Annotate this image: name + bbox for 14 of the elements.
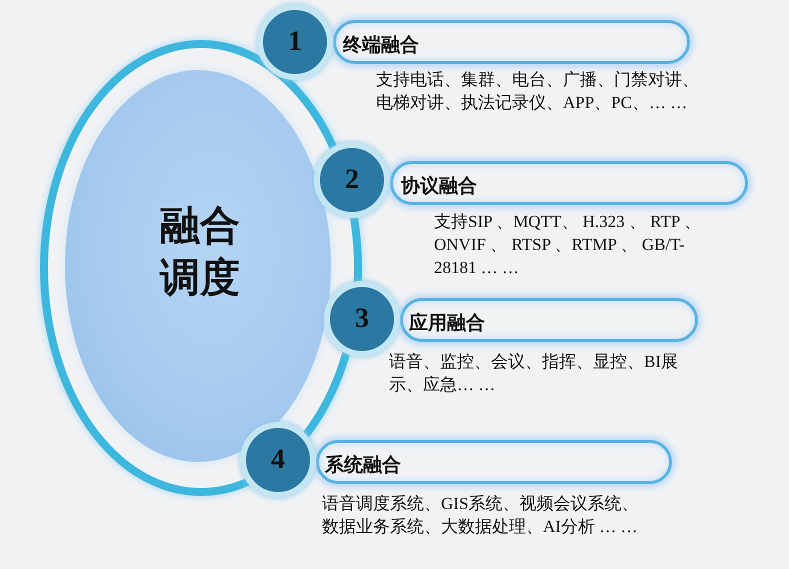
number-circle: 2 (314, 142, 390, 218)
center-title: 融合调度 (158, 202, 241, 303)
description-text: 语音调度系统、GIS系统、视频会议系统、数据业务系统、大数据处理、AI分析 … … (322, 493, 640, 538)
description-text: 支持SIP 、MQTT、 H.323 、 RTP 、ONVIF 、 RTSP 、RTMP 、 GB/T-28181 … … (434, 211, 702, 279)
band-title: 终端融合 (343, 33, 419, 58)
rounded-band (333, 20, 690, 64)
rounded-band (390, 161, 748, 205)
description-text: 支持电话、集群、电台、广播、门禁对讲、电梯对讲、执法记录仪、APP、PC、… … (376, 69, 700, 114)
band-title: 应用融合 (409, 311, 485, 336)
band-title: 协议融合 (401, 174, 477, 199)
number-circle: 1 (257, 4, 333, 80)
rounded-band (316, 440, 672, 484)
band-title: 系统融合 (325, 453, 401, 478)
rounded-band (400, 298, 698, 342)
